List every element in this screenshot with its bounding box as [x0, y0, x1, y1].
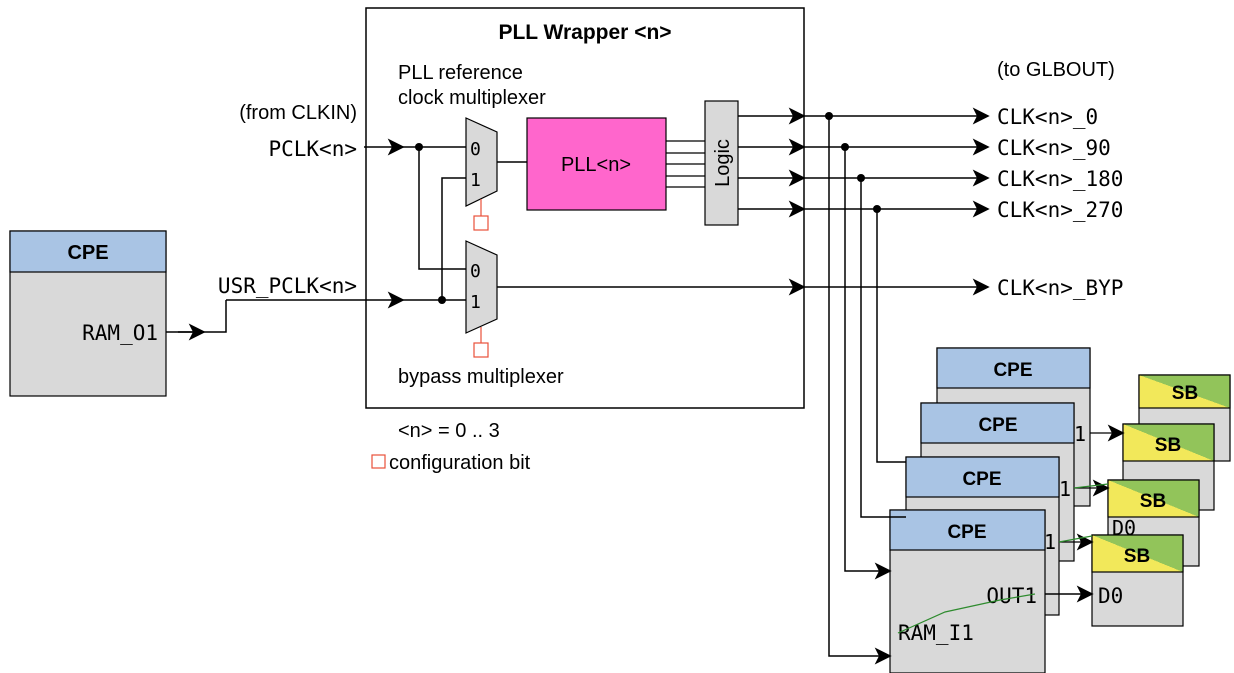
output-clk90-label: CLK<n>_90 — [997, 136, 1111, 160]
cpe-3-title: CPE — [978, 415, 1017, 436]
sb-block-1: SB D0 — [1091, 534, 1184, 627]
bypass-mux-config-bit — [473, 342, 489, 358]
logic-label: Logic — [712, 139, 734, 187]
wrapper-title: PLL Wrapper <n> — [498, 21, 671, 44]
output-clk0-label: CLK<n>_0 — [997, 105, 1098, 129]
sb-4-title: SB — [1172, 383, 1198, 404]
pll-reference-multiplexer — [465, 117, 498, 207]
sb-1-d0-port: D0 — [1098, 584, 1123, 608]
sb-1-title: SB — [1124, 546, 1150, 567]
cpe-4-title: CPE — [993, 360, 1032, 381]
usr-pclk-wire-from-cpe — [178, 300, 227, 333]
sb-3-title: SB — [1155, 435, 1181, 456]
cpe-2-peek: 1 — [1059, 477, 1071, 501]
config-bit-legend-icon — [371, 454, 386, 469]
clk180-distribution-wire — [860, 178, 906, 518]
cpe-2-title: CPE — [962, 469, 1001, 490]
sb-2-title: SB — [1140, 491, 1166, 512]
output-clk270-label: CLK<n>_270 — [997, 198, 1123, 222]
cpe-source-block: CPE RAM_O1 — [9, 230, 167, 397]
usr-pclk-to-ref-wire — [441, 177, 466, 300]
cpe-1-title: CPE — [947, 522, 986, 543]
pclk-input-label: PCLK<n> — [268, 137, 357, 161]
from-clkin-label: (from CLKIN) — [239, 102, 357, 124]
ref-mux-in0: 0 — [470, 139, 481, 160]
ref-mux-config-bit — [473, 215, 489, 231]
green-route-3 — [1073, 483, 1109, 489]
cpe-2-edge-peek: 1 — [1044, 530, 1056, 554]
cpe-3-peek: 1 — [1074, 422, 1086, 446]
green-route-2 — [1058, 535, 1093, 543]
ref-mux-in1: 1 — [470, 170, 481, 191]
green-route-1 — [897, 593, 1036, 634]
bypass-multiplexer — [465, 240, 498, 334]
clk270-distribution-wire — [876, 209, 906, 463]
cpe-1-out1-port: OUT1 — [986, 584, 1037, 608]
ref-mux-label-line1: PLL reference — [398, 62, 523, 84]
output-clk180-label: CLK<n>_180 — [997, 167, 1123, 191]
config-bit-legend-label: configuration bit — [389, 452, 531, 474]
to-glbout-label: (to GLBOUT) — [997, 59, 1115, 81]
output-clkbyp-label: CLK<n>_BYP — [997, 276, 1123, 300]
bypass-mux-label: bypass multiplexer — [398, 366, 564, 388]
ref-mux-label-line2: clock multiplexer — [398, 87, 546, 109]
bypass-mux-in0: 0 — [470, 261, 481, 282]
usr-pclk-input-label: USR_PCLK<n> — [218, 274, 357, 298]
pll-block — [526, 117, 667, 211]
n-range-label: <n> = 0 .. 3 — [398, 420, 500, 442]
cpe-block-1: CPE 1 OUT1 RAM_I1 — [889, 509, 1056, 673]
cpe-1-ram-i1-port: RAM_I1 — [898, 621, 974, 645]
clk90-distribution-wire — [844, 147, 892, 580]
pll-label: PLL<n> — [561, 154, 631, 176]
bypass-mux-in1: 1 — [470, 292, 481, 313]
pclk-to-bypass-wire — [418, 147, 466, 270]
logic-block — [704, 100, 739, 226]
clk0-distribution-wire — [828, 116, 892, 665]
cpe-source-title: CPE — [67, 242, 108, 264]
ram-o1-port-label: RAM_O1 — [82, 321, 158, 345]
